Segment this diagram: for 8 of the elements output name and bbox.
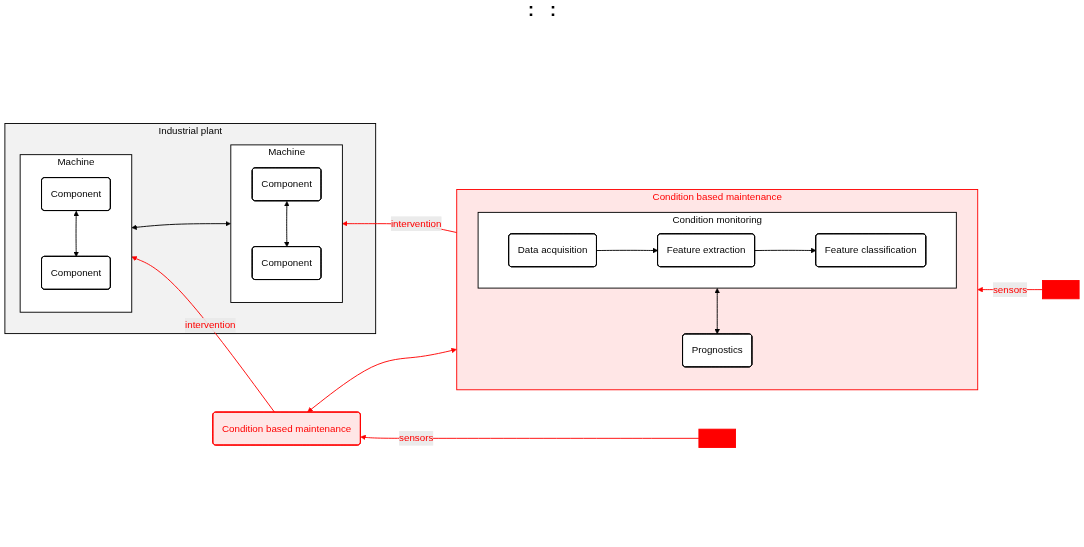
- edge-label: intervention: [185, 319, 236, 331]
- ellipsis-mark: :: [550, 0, 556, 22]
- node-box: [698, 428, 736, 448]
- ellipsis-mark: :: [528, 0, 534, 22]
- edge-label: sensors: [399, 432, 434, 444]
- edge-label: intervention: [390, 218, 442, 229]
- node-box: [1042, 280, 1080, 300]
- edge-label: sensors: [992, 284, 1028, 295]
